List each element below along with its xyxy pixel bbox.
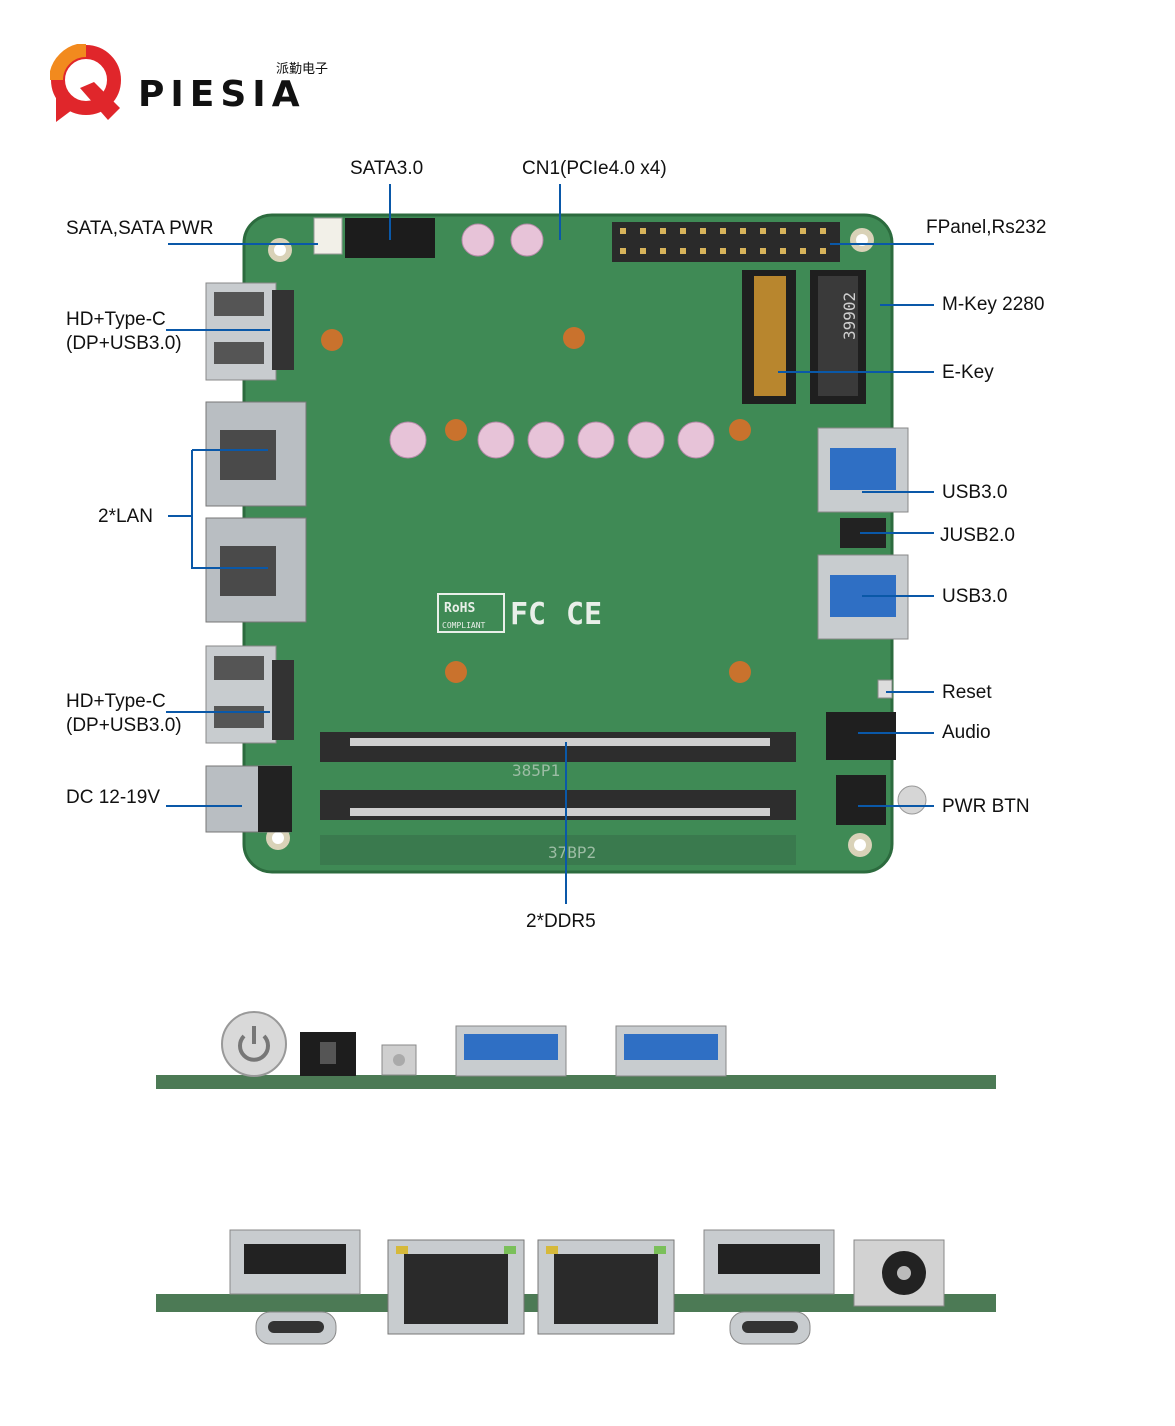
brand-logo: PIESIA 派勤电子 [50,44,350,124]
fc-mark: FC [510,597,546,632]
label-cn1: CN1(PCIe4.0 x4) [522,158,667,179]
type-c-port-icon [205,645,294,744]
board-side-view-right [156,1011,996,1089]
label-audio: Audio [942,722,991,743]
label-hd-typec-top: HD+Type-C (DP+USB3.0) [66,308,182,356]
label-sata30: SATA3.0 [350,158,424,179]
label-lan: 2*LAN [98,506,153,527]
dc-jack-icon [205,765,292,833]
ddr-slot-2-mark: 37BP2 [548,843,596,862]
label-jusb: JUSB2.0 [940,525,1015,546]
hdmi-port-icon [229,1229,835,1295]
label-hd-typec-bottom-line1: HD+Type-C [66,691,166,712]
ce-mark: CE [566,597,602,632]
label-dc: DC 12-19V [66,787,160,808]
type-c-port-icon [255,1311,811,1345]
board-side-view-left [156,1229,996,1345]
logo-q-icon [50,44,121,122]
label-hd-typec-bottom: HD+Type-C (DP+USB3.0) [66,690,182,738]
label-pwr-btn: PWR BTN [942,796,1030,817]
label-fpanel: FPanel,Rs232 [926,217,1047,238]
hdmi-port-icon [205,282,294,381]
usb-port-icon [817,427,909,640]
label-hd-typec-top-line1: HD+Type-C [66,309,166,330]
label-usb30-top: USB3.0 [942,482,1008,503]
dc-jack-icon [853,1239,945,1307]
audio-jack-icon [826,712,896,760]
label-hd-typec-top-line2: (DP+USB3.0) [66,333,182,354]
board-top-view: 39902 RoHS COMPLIANT FC CE 385P1 37BP2 [166,184,934,904]
label-mkey: M-Key 2280 [942,294,1045,315]
usb-port-icon [455,1025,727,1077]
ddr-slot-1-mark: 385P1 [512,761,560,780]
rohs-sub: COMPLIANT [442,621,486,630]
label-usb30-bottom: USB3.0 [942,586,1008,607]
label-sata-pwr: SATA,SATA PWR [66,218,214,239]
brand-name: PIESIA [138,74,306,115]
lan-port-icon [205,401,307,623]
brand-name-cn: 派勤电子 [276,62,329,77]
rohs-mark: RoHS [444,601,475,616]
lan-port-icon [387,1239,675,1335]
label-ekey: E-Key [942,362,994,383]
label-ddr: 2*DDR5 [526,911,596,932]
label-hd-typec-bottom-line2: (DP+USB3.0) [66,715,182,736]
mkey-silkscreen: 39902 [840,292,859,340]
power-button-icon [221,1011,287,1077]
label-reset: Reset [942,682,992,703]
